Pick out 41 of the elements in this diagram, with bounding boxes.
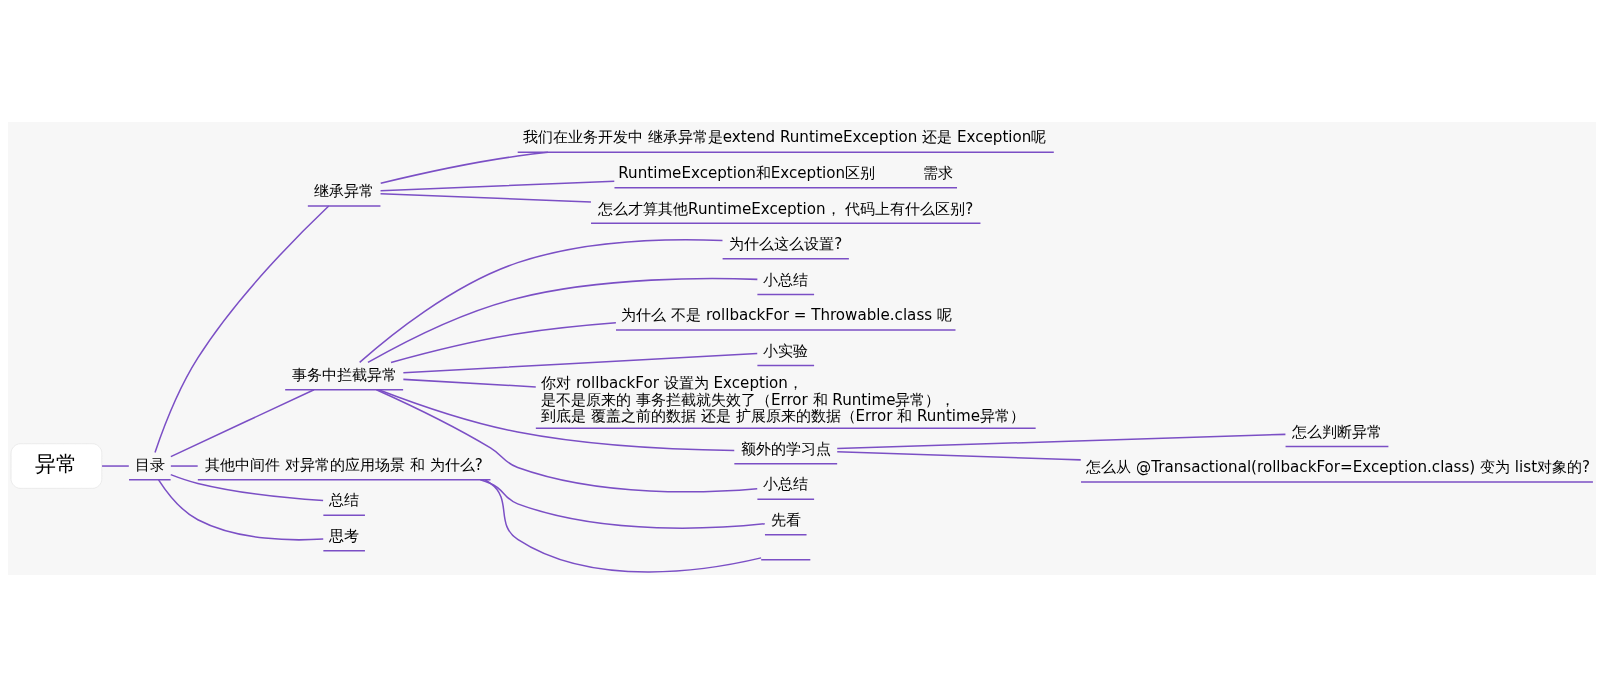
connector xyxy=(379,180,616,192)
node-text: 怎么才算其他RuntimeException， 代码上有什么区别? xyxy=(598,199,974,218)
connector xyxy=(390,322,617,364)
node-text: 事务中拦截异常 xyxy=(291,365,397,384)
connector xyxy=(358,239,724,364)
connector xyxy=(101,465,130,467)
node-text: 目录 xyxy=(134,455,165,474)
node-text: 为什么这么设置? xyxy=(729,235,843,254)
node-text: 额外的学习点 xyxy=(740,439,831,458)
connector xyxy=(836,433,1287,450)
connector xyxy=(479,478,766,529)
node-text: 为什么 不是 rollbackFor = Throwable.class 呢 xyxy=(621,306,952,325)
connector xyxy=(170,389,315,458)
connector xyxy=(169,473,324,502)
node-text: 你对 rollbackFor 设置为 Exception，是不是原来的 事务拦截就失效了（Error 和 Runtime异常），到底是 覆盖之前的数据 还是 扩展原来的数据（Error 和 Runtime异常） xyxy=(541,374,1026,426)
node-box: 异常 xyxy=(10,443,103,489)
node-text: 其他中间件 对异常的应用场景 和 为什么? xyxy=(205,455,483,474)
connector xyxy=(379,192,592,203)
node-text: 继承异常 xyxy=(314,182,375,201)
node-text: 小总结 xyxy=(763,270,809,289)
connector xyxy=(157,479,324,541)
node-bar xyxy=(760,559,812,561)
connector xyxy=(367,277,759,364)
node-text: RuntimeException和Exception区别 需求 xyxy=(618,163,954,182)
node-text: 先看 xyxy=(770,511,801,530)
connector xyxy=(170,465,199,467)
node-text: 怎么从 @Transactional(rollbackFor=Exception.class) 变为 list对象的? xyxy=(1086,458,1591,477)
node-text: 小总结 xyxy=(763,475,809,494)
node-text: 思考 xyxy=(329,526,360,545)
connector xyxy=(377,389,735,452)
connector xyxy=(836,451,1082,461)
node-text: 我们在业务开发中 继承异常是extend RuntimeException 还是 Exception呢 xyxy=(522,128,1047,147)
connector xyxy=(375,389,758,493)
connector xyxy=(154,205,330,454)
node-text: 总结 xyxy=(329,491,360,510)
connector xyxy=(402,378,537,388)
connector xyxy=(379,151,549,184)
node-text: 怎么判断异常 xyxy=(1291,422,1382,441)
node-text: 小实验 xyxy=(763,341,809,360)
connector xyxy=(483,478,762,573)
connector xyxy=(402,352,758,374)
